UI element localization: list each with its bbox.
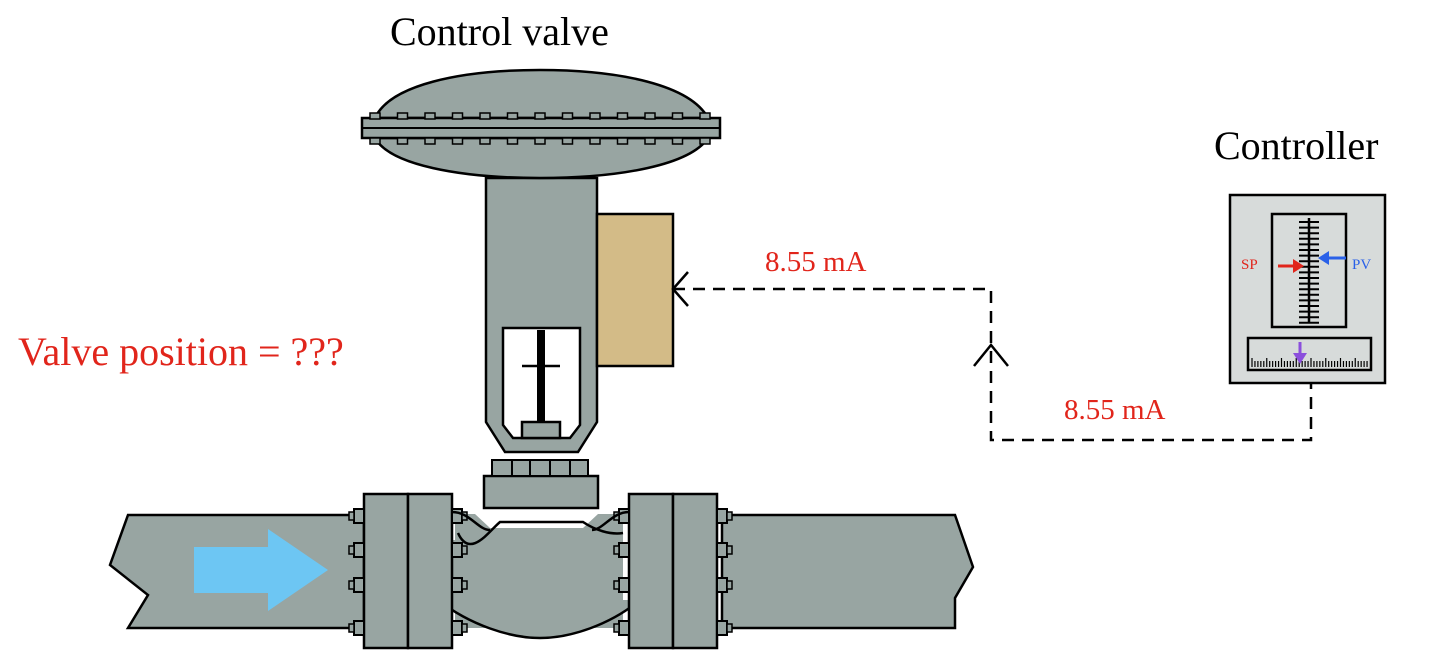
- pv-label: PV: [1352, 257, 1372, 273]
- signal-from-controller-label: 8.55 mA: [1064, 394, 1166, 426]
- flange-bolt: [716, 577, 733, 593]
- flange-bolt: [716, 620, 733, 636]
- flange-bolt: [716, 542, 733, 558]
- flange-bolt: [451, 542, 468, 558]
- sp-label: SP: [1241, 257, 1258, 273]
- actuator-bolt: [534, 112, 546, 145]
- controller: [1228, 193, 1387, 385]
- valve-body: [437, 514, 641, 640]
- right-flange: [613, 492, 733, 650]
- flange-bolt: [451, 620, 468, 636]
- actuator-bolt: [396, 112, 409, 145]
- control-valve-title: Control valve: [390, 9, 609, 54]
- actuator-bolt: [506, 112, 519, 145]
- actuator-bolt: [369, 112, 381, 145]
- flange-bolt: [348, 577, 365, 593]
- actuator-bolt: [671, 112, 684, 145]
- actuator-bolt: [424, 112, 436, 145]
- signal-direction-arrowhead: [973, 343, 1009, 367]
- actuator-bolt: [616, 112, 629, 145]
- actuator-bolt: [589, 112, 601, 145]
- left-flange: [348, 492, 468, 650]
- flange-bolt: [716, 508, 733, 524]
- pipe-right: [720, 513, 975, 630]
- signal-line: [673, 287, 1313, 442]
- actuator-bolt: [699, 112, 711, 145]
- process-variable-arrow: [1318, 251, 1346, 265]
- flange-bolt: [348, 620, 365, 636]
- signal-to-valve-label: 8.55 mA: [765, 246, 867, 278]
- valve-position-label: Valve position = ???: [18, 329, 344, 374]
- actuator-bolt: [644, 112, 656, 145]
- flange-bolt: [613, 620, 630, 636]
- flange-bolt: [613, 542, 630, 558]
- controller-title: Controller: [1214, 123, 1379, 168]
- valve-positioner: [595, 212, 675, 368]
- flange-bolt: [451, 577, 468, 593]
- actuator-bolt: [561, 112, 574, 145]
- diaphragm-actuator: [360, 68, 722, 180]
- flow-direction-arrow: [194, 529, 328, 611]
- stem-connector: [520, 420, 562, 440]
- actuator-bolt: [451, 112, 464, 145]
- flange-bolt: [613, 577, 630, 593]
- setpoint-arrow: [1278, 259, 1304, 273]
- valve-stem: [537, 330, 545, 424]
- output-arrow: [1293, 342, 1307, 364]
- actuator-bolt: [479, 112, 491, 145]
- flange-bolt: [348, 508, 365, 524]
- bonnet: [482, 459, 600, 510]
- controller-output-scale: [1246, 336, 1373, 372]
- flange-bolt: [348, 542, 365, 558]
